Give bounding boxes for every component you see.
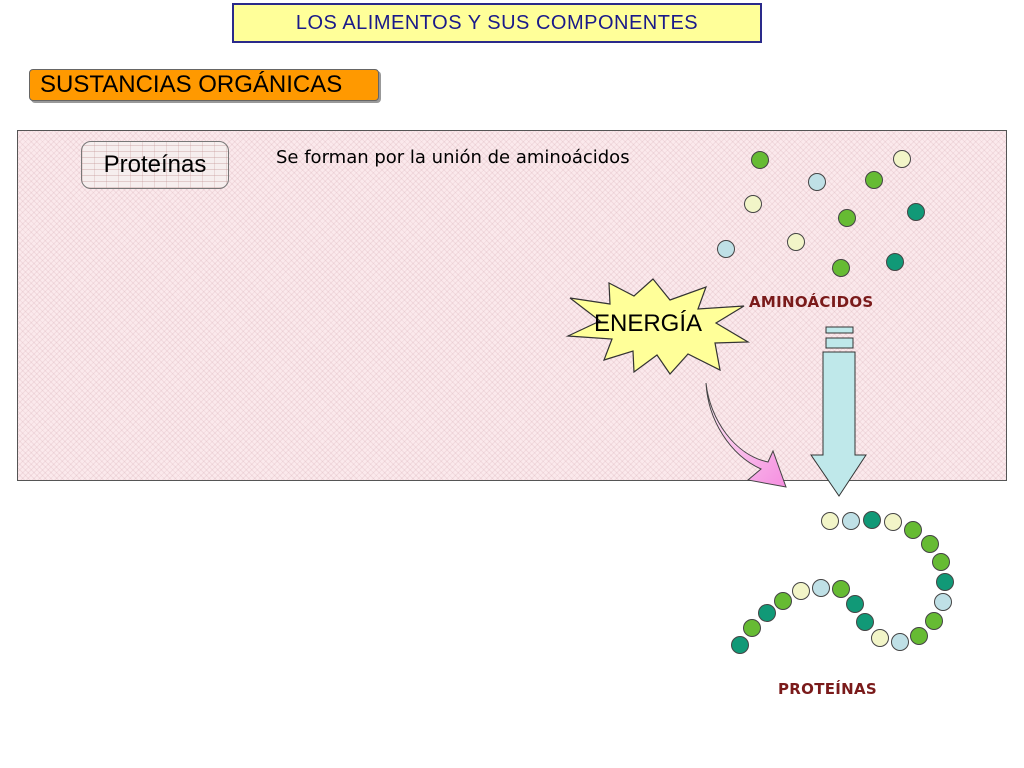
amino-acid: [751, 151, 769, 169]
proteins-label: PROTEÍNAS: [778, 680, 878, 698]
amino-acid: [907, 203, 925, 221]
section-title: SUSTANCIAS ORGÁNICAS: [40, 71, 343, 98]
amino-acid: [808, 173, 826, 191]
chain-bead: [743, 619, 761, 637]
chain-bead: [863, 511, 881, 529]
amino-acid-cluster: [717, 150, 925, 277]
chain-bead: [774, 592, 792, 610]
chain-bead: [842, 512, 860, 530]
chain-bead: [871, 629, 889, 647]
page-title-box: LOS ALIMENTOS Y SUS COMPONENTES: [232, 3, 762, 43]
amino-acid: [832, 259, 850, 277]
chain-bead: [934, 593, 952, 611]
amino-acid: [838, 209, 856, 227]
chain-bead: [910, 627, 928, 645]
protein-chain: [731, 511, 954, 654]
amino-acid: [865, 171, 883, 189]
curved-arrow: [705, 382, 787, 488]
page-title: LOS ALIMENTOS Y SUS COMPONENTES: [295, 11, 699, 34]
amino-acid: [744, 195, 762, 213]
chain-bead: [891, 633, 909, 651]
amino-acids-label: AMINOÁCIDOS: [749, 293, 874, 311]
amino-acid: [717, 240, 735, 258]
chain-bead: [921, 535, 939, 553]
amino-acid: [787, 233, 805, 251]
topic-label: Proteínas: [103, 151, 207, 178]
topic-label-box: Proteínas: [81, 141, 229, 189]
chain-bead: [821, 512, 839, 530]
chain-bead: [792, 582, 810, 600]
chain-bead: [832, 580, 850, 598]
amino-acid: [886, 253, 904, 271]
energy-label: ENERGÍA: [594, 310, 703, 337]
chain-bead: [936, 573, 954, 591]
chain-bead: [925, 612, 943, 630]
chain-bead: [884, 513, 902, 531]
topic-description: Se forman por la unión de aminoácidos: [276, 147, 630, 168]
down-arrow: [810, 326, 867, 497]
chain-bead: [846, 595, 864, 613]
energy-starburst: [565, 278, 751, 375]
chain-bead: [812, 579, 830, 597]
chain-bead: [856, 613, 874, 631]
chain-bead: [932, 553, 950, 571]
chain-bead: [731, 636, 749, 654]
chain-bead: [758, 604, 776, 622]
amino-acid: [893, 150, 911, 168]
section-title-box: SUSTANCIAS ORGÁNICAS: [29, 69, 379, 101]
chain-bead: [904, 521, 922, 539]
